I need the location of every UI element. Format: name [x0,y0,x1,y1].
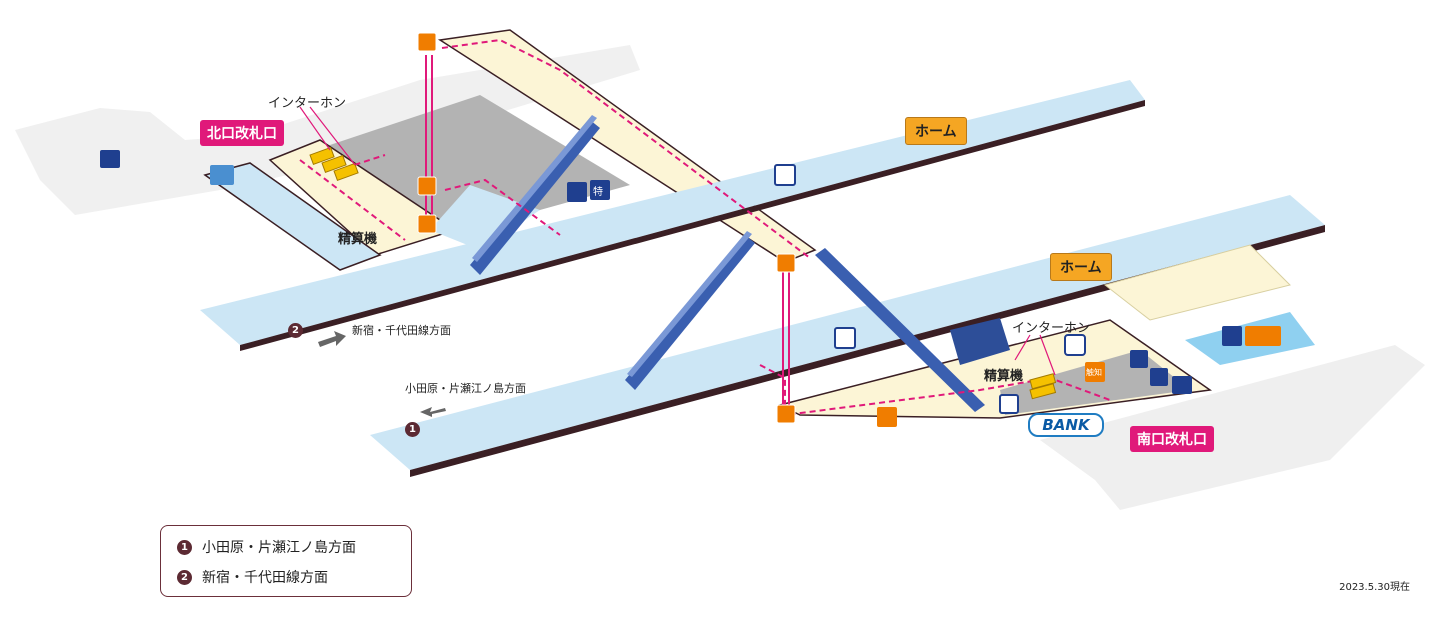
stairs-block [950,318,1010,365]
direction-arrow-1 [420,407,446,417]
platform-label-lower: ホーム [1050,253,1112,281]
platform-lower-edge [410,225,1325,477]
limited-express-icon-label: 特 [593,187,603,198]
date-stamp: 2023.5.30現在 [1339,582,1410,593]
elevator-icon [417,32,796,424]
legend-text-1: 小田原・片瀬江ノ島方面 [202,540,356,556]
north-gate-label: 北口改札口 [200,120,284,146]
coin-locker-icon [999,394,1019,414]
direction-text-1: 小田原・片瀬江ノ島方面 [405,382,526,395]
south-exit-ground [1040,345,1425,510]
bank-atm-logo: BANK [1028,413,1104,437]
direction-arrow-2 [318,331,346,347]
legend-row-1: 1 小田原・片瀬江ノ島方面 [177,537,356,557]
intercom-label-south: インターホン [1012,321,1091,336]
info-icon [1130,350,1148,368]
stairs-south-left [625,231,755,390]
intercom-label-north: インターホン [268,96,347,111]
callout-lines [299,106,1056,376]
tactile-map-icon [1085,362,1105,382]
fare-machine-label-north: 精算機 [338,232,378,247]
ticket-machine-icon [567,182,587,202]
north-concourse-blue [203,162,382,271]
platform-label-upper: ホーム [905,117,967,145]
north-ticket-gates [309,146,359,182]
toilet-icon [1222,326,1242,346]
south-building [1103,244,1291,321]
wheelchair-icon [877,407,897,427]
police-icon [1064,334,1086,356]
south-ticket-gates [1029,373,1057,400]
platform-door-icon [774,164,796,186]
legend-row-2: 2 新宿・千代田線方面 [177,567,328,587]
accessible-toilet-icon [1245,326,1281,346]
route-lines [299,38,1111,417]
limited-express-icon [590,180,610,200]
platform-upper-edge [240,100,1145,351]
fare-machine-label-south: 精算機 [984,369,1024,384]
tactile-map-icon-label: 触知 [1086,368,1102,377]
platform-door-icon-2 [834,327,856,349]
north-concourse-floor [300,95,630,235]
direction-badge-1: 1 [405,422,420,437]
direction-text-2: 新宿・千代田線方面 [352,324,451,337]
platform-upper [200,80,1145,345]
taxi-icon [210,165,234,185]
stairs-north [470,115,600,275]
legend-text-2: 新宿・千代田線方面 [202,570,328,586]
ticket-icon-2 [1172,376,1192,394]
bus-icon [100,150,120,168]
info-icon-2 [1150,368,1168,386]
legend-num-2: 2 [177,569,192,585]
south-gate-label: 南口改札口 [1130,426,1214,452]
legend-box: 1 小田原・片瀬江ノ島方面 2 新宿・千代田線方面 [160,525,412,597]
legend-num-1: 1 [177,539,192,555]
direction-badge-2: 2 [288,323,303,338]
stairs-south-right [815,248,985,412]
